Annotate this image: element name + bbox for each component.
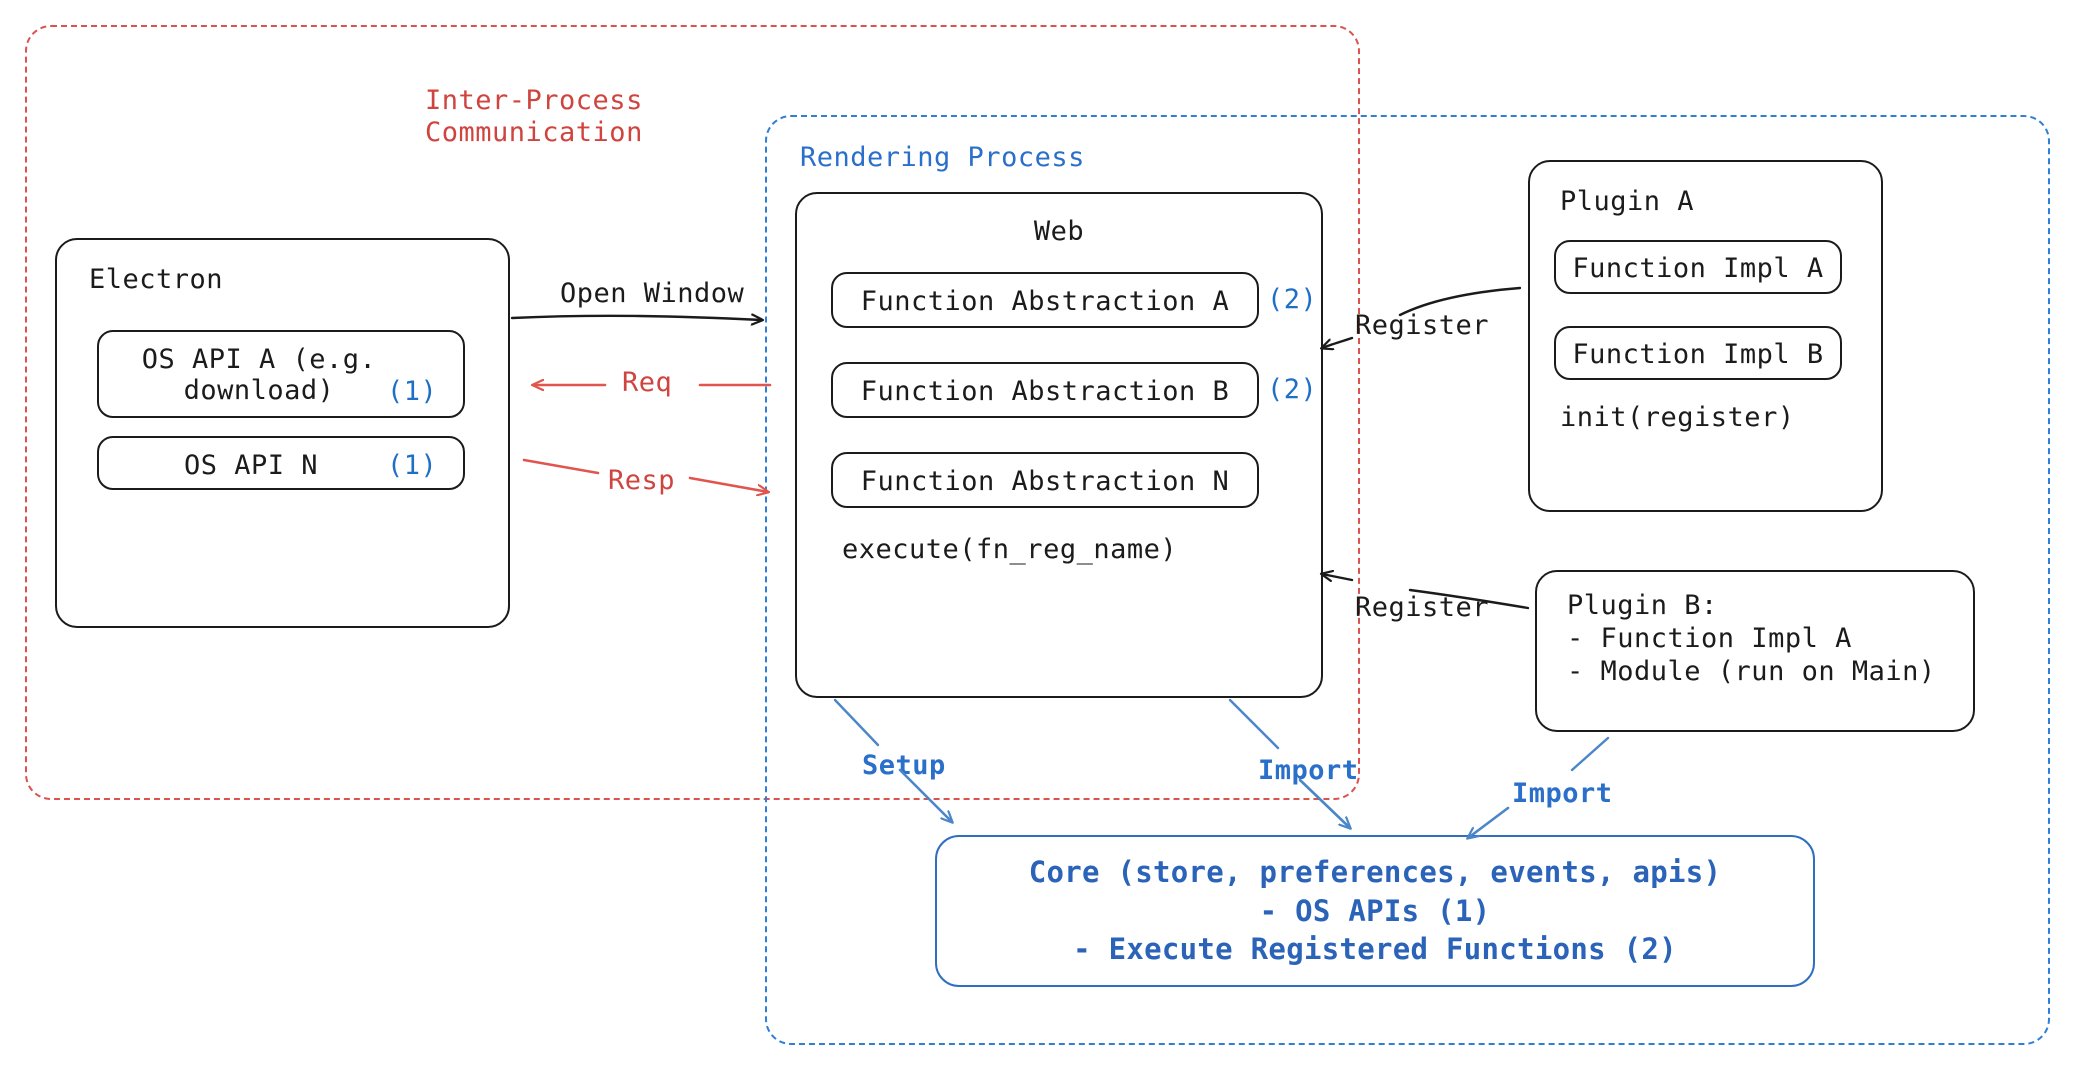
plugin-a-title: Plugin A [1560, 186, 1695, 217]
function-abstraction-n-box[interactable]: Function Abstraction N [831, 452, 1259, 508]
plugin-b-box: Plugin B:- Function Impl A- Module (run … [1535, 570, 1975, 732]
function-abstraction-b-label: Function Abstraction B [860, 376, 1230, 407]
register-top-label: Register [1355, 310, 1490, 341]
resp-label: Resp [608, 465, 676, 496]
core-line-3: - Execute Registered Functions (2) [1073, 932, 1677, 967]
function-abstraction-a-label: Function Abstraction A [860, 286, 1230, 317]
plugin-b-line-3: - Module (run on Main) [1567, 655, 1936, 687]
ipc-label-line2: Communication [425, 116, 643, 148]
function-abstraction-b-tag: (2) [1267, 374, 1318, 405]
rendering-process-region [765, 115, 2050, 1045]
plugin-a-init-label: init(register) [1560, 402, 1795, 433]
function-abstraction-a-box[interactable]: Function Abstraction A [831, 272, 1259, 328]
plugin-b-line-2: - Function Impl A [1567, 622, 1852, 654]
ipc-label-line1: Inter-Process [425, 85, 643, 116]
function-impl-a-box[interactable]: Function Impl A [1554, 240, 1842, 294]
plugin-a-box: Plugin A Function Impl A Function Impl B… [1528, 160, 1883, 512]
ipc-region [25, 25, 1360, 800]
setup-label: Setup [862, 750, 946, 781]
core-line-1: Core (store, preferences, events, apis) [1028, 854, 1722, 889]
os-api-a-box[interactable]: OS API A (e.g. download) (1) [97, 330, 465, 418]
req-label: Req [622, 367, 673, 398]
import-web-label: Import [1258, 755, 1359, 786]
register-bottom-label: Register [1355, 592, 1490, 623]
os-api-n-label: OS API N [183, 450, 319, 481]
os-api-a-label: OS API A (e.g. download) [141, 344, 377, 406]
function-impl-b-label: Function Impl B [1572, 339, 1824, 370]
os-api-n-box[interactable]: OS API N (1) [97, 436, 465, 490]
os-api-n-tag: (1) [387, 450, 438, 481]
os-api-a-tag: (1) [387, 376, 438, 407]
function-abstraction-a-tag: (2) [1267, 284, 1318, 315]
function-abstraction-b-box[interactable]: Function Abstraction B [831, 362, 1259, 418]
rendering-process-label: Rendering Process [800, 142, 1085, 173]
function-impl-a-label: Function Impl A [1572, 253, 1824, 284]
core-line-2: - OS APIs (1) [1259, 893, 1491, 928]
function-abstraction-n-label: Function Abstraction N [860, 466, 1230, 497]
web-execute-label: execute(fn_reg_name) [842, 534, 1178, 565]
electron-box: Electron OS API A (e.g. download) (1) OS… [55, 238, 510, 628]
plugin-b-lines: Plugin B:- Function Impl A- Module (run … [1567, 590, 1936, 689]
web-title: Web [1033, 216, 1085, 247]
function-impl-b-box[interactable]: Function Impl B [1554, 326, 1842, 380]
web-box: Web Function Abstraction A (2) Function … [795, 192, 1323, 698]
core-box: Core (store, preferences, events, apis) … [935, 835, 1815, 987]
plugin-b-line-1: Plugin B: [1567, 590, 1718, 621]
import-plugin-b-label: Import [1512, 778, 1613, 809]
open-window-label: Open Window [560, 278, 745, 309]
electron-title: Electron [89, 264, 224, 295]
